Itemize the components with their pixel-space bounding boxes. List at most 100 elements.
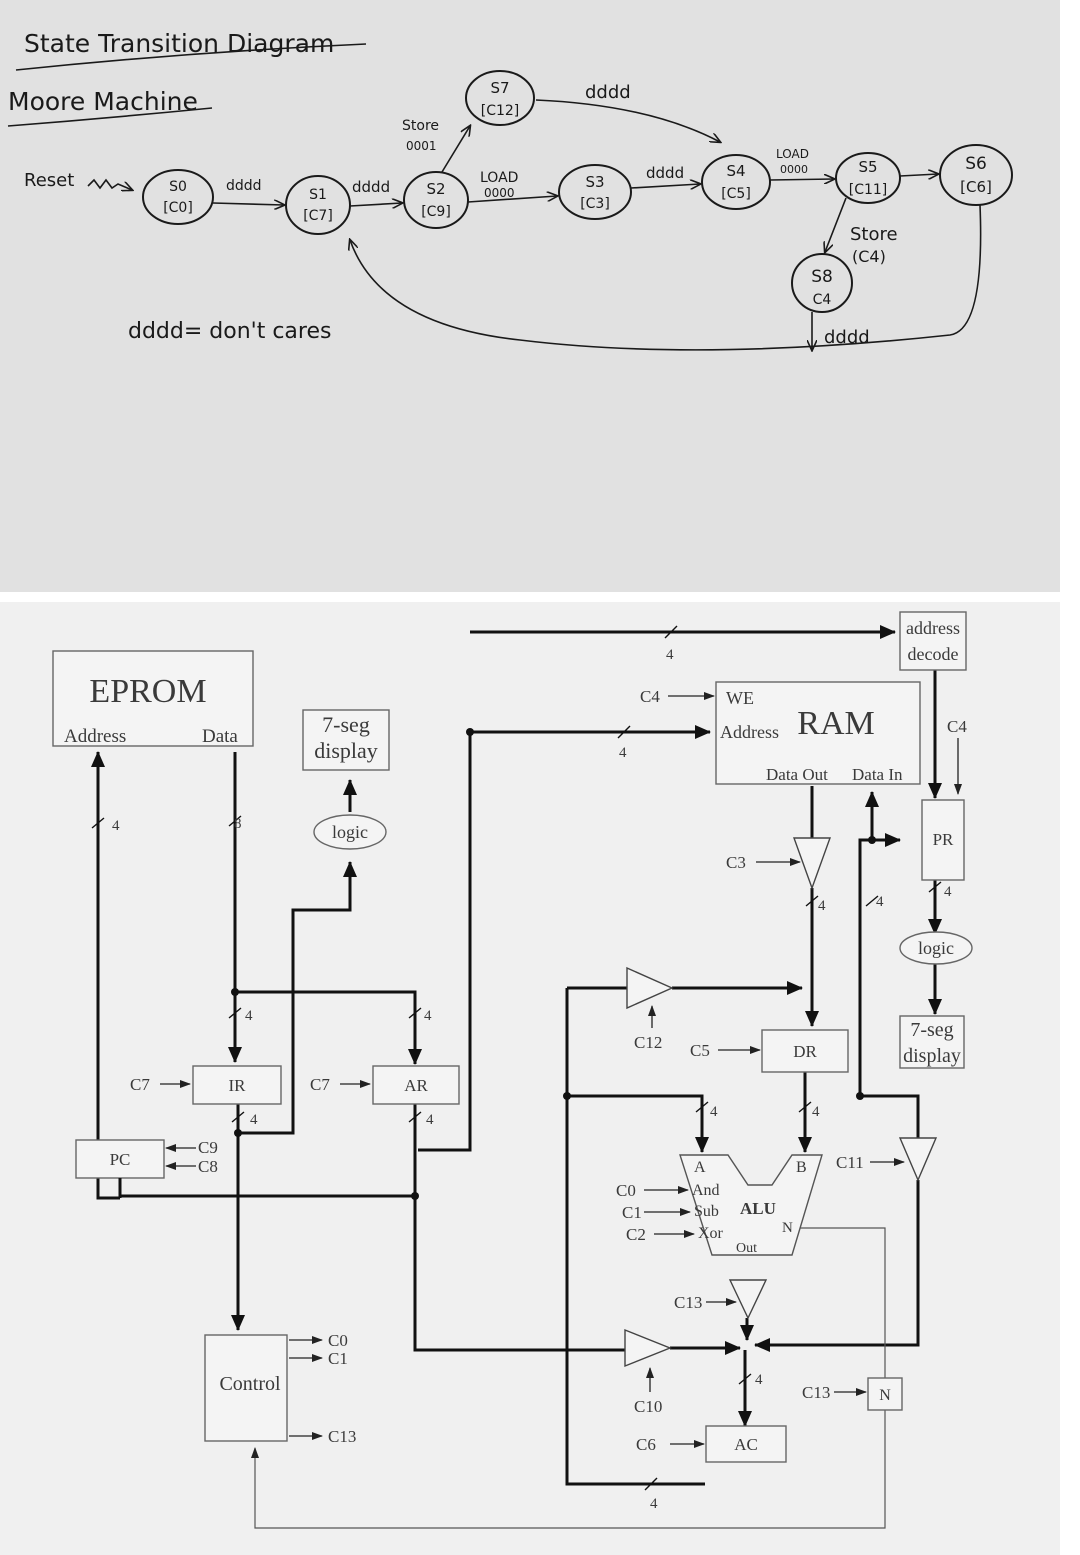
svg-text:Xor: Xor <box>698 1225 724 1242</box>
buffer-c3 <box>793 837 831 891</box>
svg-text:Data Out: Data Out <box>766 765 828 784</box>
state-s4: S4 [C5] <box>701 154 771 210</box>
svg-text:display: display <box>314 738 378 763</box>
state-s4-signal: [C5] <box>721 186 751 202</box>
ram-block: WE Address RAM Data Out Data In <box>715 681 921 785</box>
svg-text:Data In: Data In <box>852 765 903 784</box>
state-s2-signal: [C9] <box>421 204 451 220</box>
bus-width-ticks <box>91 625 942 1491</box>
signal-c13-n: C13 <box>802 1383 830 1402</box>
svg-text:N: N <box>782 1220 793 1236</box>
transition-s3-s4: dddd <box>630 164 700 188</box>
svg-text:AC: AC <box>734 1435 758 1454</box>
state-s5: S5 [C11] <box>835 152 901 204</box>
logic-right: logic <box>899 931 973 965</box>
eprom-block: EPROM Address Data <box>52 650 254 747</box>
reset-label: Reset <box>24 170 74 191</box>
bus-width-labels: 4 8 4 4 4 4 4 4 4 4 4 4 4 4 4 <box>112 647 952 1512</box>
svg-text:4: 4 <box>818 898 826 914</box>
signal-c1-alu: C1 <box>622 1203 642 1222</box>
control-signal-labels: C4 C4 C3 C12 C5 C7 C7 C9 C8 C11 C0 C1 C2… <box>130 687 967 1454</box>
svg-text:And: And <box>692 1182 720 1199</box>
svg-text:7-seg: 7-seg <box>910 1019 953 1041</box>
svg-text:RAM: RAM <box>797 705 874 742</box>
svg-text:EPROM: EPROM <box>89 673 206 710</box>
transition-s2-s7: Store 0001 <box>402 118 470 173</box>
svg-text:7-seg: 7-seg <box>322 712 370 737</box>
state-s1: S1 [C7] <box>285 175 351 235</box>
dont-care-legend: dddd= don't cares <box>128 319 331 344</box>
state-s1-signal: [C7] <box>303 208 333 224</box>
state-s6-name: S6 <box>965 154 987 174</box>
transition-s0-s1: dddd <box>212 178 284 205</box>
svg-text:display: display <box>903 1045 961 1067</box>
state-s4-name: S4 <box>726 162 745 180</box>
svg-text:N: N <box>879 1387 891 1404</box>
diagram-subtitle: Moore Machine <box>8 87 198 116</box>
thin-wires <box>251 1227 886 1529</box>
signal-c5: C5 <box>690 1041 710 1060</box>
svg-text:4: 4 <box>650 1496 658 1512</box>
state-s2-name: S2 <box>426 180 445 198</box>
pr-block: PR <box>921 799 965 881</box>
svg-text:WE: WE <box>726 688 754 708</box>
svg-text:PR: PR <box>933 830 954 849</box>
svg-text:DR: DR <box>793 1042 817 1061</box>
svg-text:4: 4 <box>245 1008 253 1024</box>
signal-c13-buffer: C13 <box>674 1293 702 1312</box>
svg-text:8: 8 <box>234 816 242 832</box>
signal-c11: C11 <box>836 1153 864 1172</box>
svg-text:4: 4 <box>619 745 627 761</box>
seg-display-left: 7-seg display <box>302 709 390 771</box>
bus-wires <box>91 625 942 1486</box>
control-signal-arrows <box>160 692 962 1448</box>
svg-text:4: 4 <box>944 884 952 900</box>
transition-s4-s5: LOAD 0000 <box>769 147 834 180</box>
signal-c7-ir: C7 <box>130 1075 150 1094</box>
transition-s2-s3: LOAD 0000 <box>467 170 557 203</box>
control-block: Control <box>204 1334 288 1442</box>
block-diagram-svg: 4 8 4 4 4 4 4 4 4 4 4 4 4 4 4 EPROM Addr… <box>52 611 973 1529</box>
svg-text:AR: AR <box>404 1076 428 1095</box>
svg-text:Address: Address <box>720 722 779 742</box>
ac-block: AC <box>705 1425 787 1463</box>
svg-text:4: 4 <box>876 894 884 910</box>
transition-s7-s4: dddd <box>535 82 720 142</box>
svg-text:dddd: dddd <box>352 178 390 196</box>
signal-c2-alu: C2 <box>626 1225 646 1244</box>
svg-text:4: 4 <box>424 1008 432 1024</box>
signal-c3: C3 <box>726 853 746 872</box>
svg-text:Sub: Sub <box>694 1203 719 1220</box>
svg-text:4: 4 <box>666 647 674 663</box>
svg-text:0001: 0001 <box>406 139 437 153</box>
state-s8-signal: C4 <box>813 292 832 308</box>
svg-text:4: 4 <box>812 1104 820 1120</box>
state-s7-signal: [C12] <box>481 103 520 119</box>
buffer-c12 <box>626 966 674 1010</box>
diagram-title: State Transition Diagram <box>24 29 334 58</box>
signal-c0-control: C0 <box>328 1331 348 1350</box>
buffer-c13 <box>728 1279 768 1320</box>
state-s5-name: S5 <box>858 158 877 176</box>
signal-c0-alu: C0 <box>616 1181 636 1200</box>
signal-c12: C12 <box>634 1033 662 1052</box>
block-diagram-panel: 4 8 4 4 4 4 4 4 4 4 4 4 4 4 4 EPROM Addr… <box>0 602 1060 1555</box>
svg-text:Data: Data <box>202 726 238 747</box>
state-s3-name: S3 <box>585 173 604 191</box>
state-s0: S0 [C0] <box>142 169 214 225</box>
svg-text:4: 4 <box>710 1104 718 1120</box>
svg-text:IR: IR <box>229 1076 247 1095</box>
transition-s1-s2: dddd <box>349 178 402 206</box>
svg-text:dddd: dddd <box>585 82 631 103</box>
signal-c4-ram: C4 <box>640 687 660 706</box>
svg-text:0000: 0000 <box>484 186 515 200</box>
svg-text:Control: Control <box>219 1373 281 1395</box>
svg-text:(C4): (C4) <box>852 247 886 266</box>
svg-text:0000: 0000 <box>780 163 808 176</box>
transition-s6-s1 <box>350 204 982 351</box>
state-s2: S2 [C9] <box>403 171 469 229</box>
svg-text:logic: logic <box>918 938 954 958</box>
svg-text:dddd: dddd <box>646 164 684 182</box>
pc-block: PC <box>75 1139 165 1179</box>
svg-text:PC: PC <box>110 1150 131 1169</box>
